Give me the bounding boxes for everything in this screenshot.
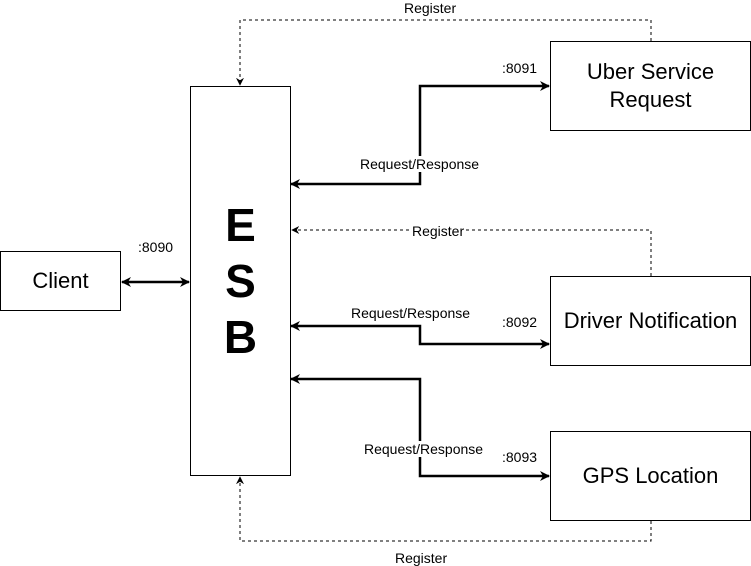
client-label: Client — [32, 268, 89, 293]
port-client-label: :8090 — [138, 239, 174, 255]
reqres-gps-label: Request/Response — [364, 441, 484, 457]
uber-service-request-label: Uber Service Request — [586, 59, 715, 112]
reqres-uber-label: Request/Response — [360, 156, 480, 172]
reqres-driver-connector — [290, 321, 550, 349]
client-box: Client — [0, 251, 121, 311]
reqres-gps-connector — [290, 374, 550, 481]
register-driver-label: Register — [412, 223, 465, 239]
uber-service-request-box: Uber Service Request — [550, 41, 751, 131]
port-gps-label: :8093 — [502, 449, 538, 465]
port-uber-label: :8091 — [502, 60, 538, 76]
register-uber-label: Register — [404, 0, 457, 16]
reqres-driver-label: Request/Response — [351, 305, 471, 321]
register-driver-connector — [291, 226, 652, 276]
register-gps-connector — [236, 476, 652, 542]
port-driver-label: :8092 — [502, 314, 538, 330]
driver-notification-label: Driver Notification — [563, 308, 738, 333]
register-uber-connector — [236, 19, 652, 86]
reqres-uber-connector — [290, 81, 550, 189]
esb-box: E S B — [190, 86, 291, 476]
gps-location-label: GPS Location — [582, 463, 719, 488]
driver-notification-box: Driver Notification — [550, 276, 751, 366]
esb-label: E S B — [223, 199, 258, 363]
register-gps-label: Register — [395, 550, 448, 566]
gps-location-box: GPS Location — [550, 431, 751, 521]
